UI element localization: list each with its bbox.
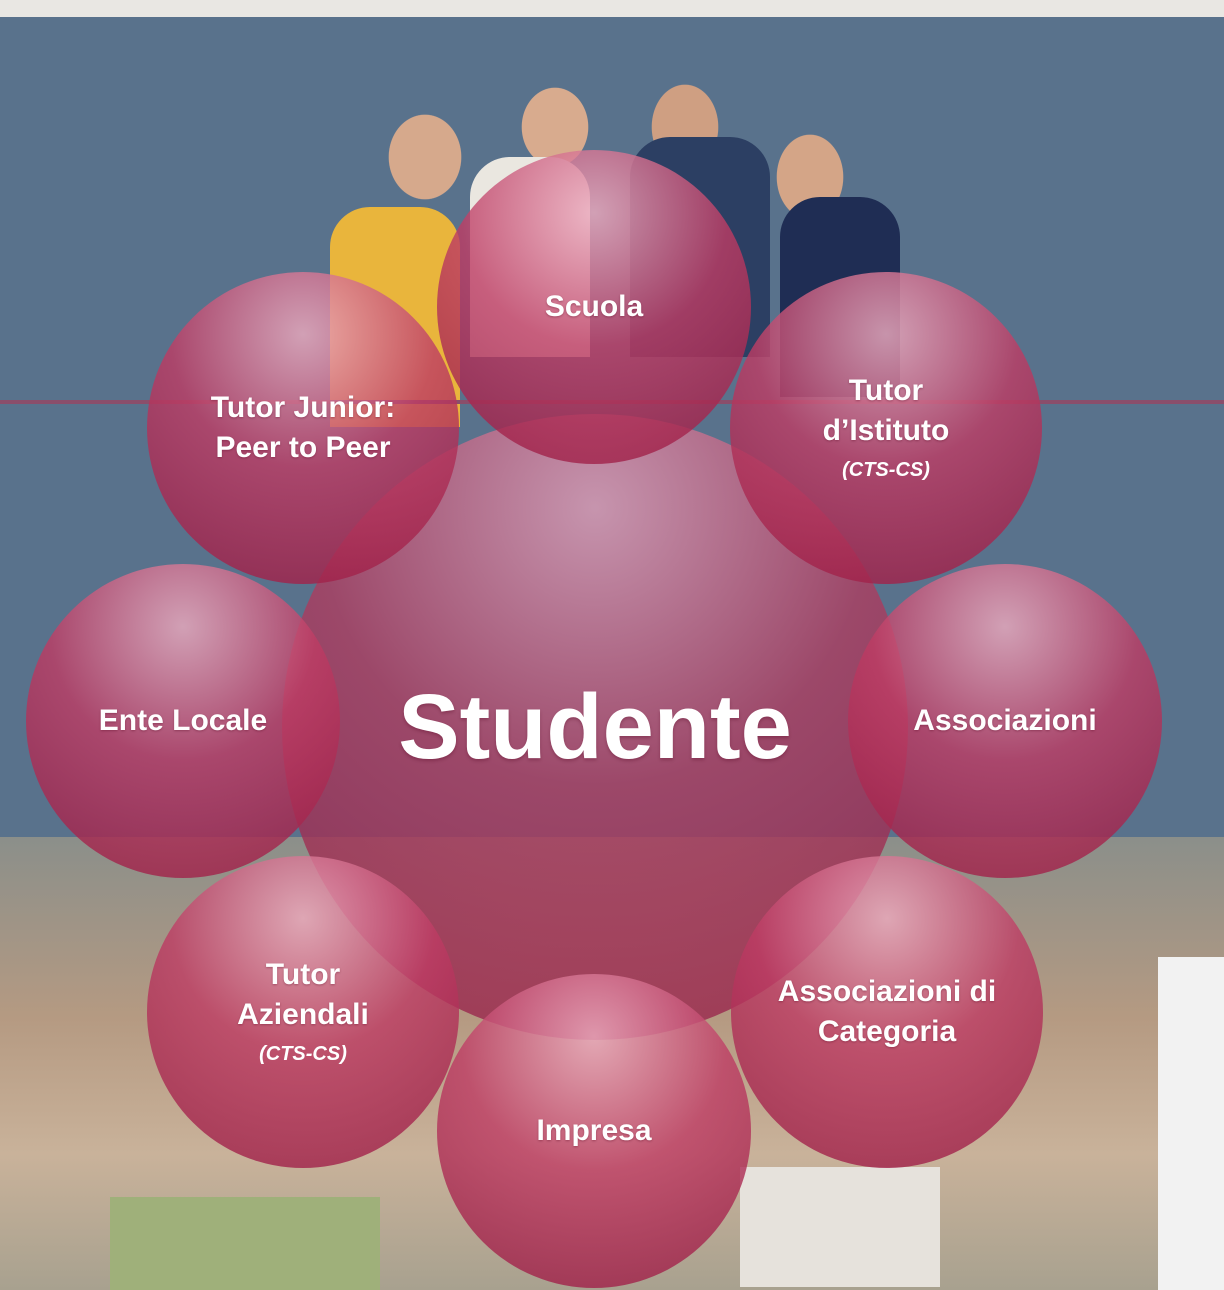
center-label: Studente [398, 675, 792, 778]
books-stack [740, 1167, 940, 1287]
node-label: Ente Locale [98, 704, 268, 737]
books-stack [110, 1197, 380, 1290]
node-associazioni-categoria: Associazioni di Categoria [731, 856, 1043, 1168]
node-scuola: Scuola [437, 150, 751, 464]
node-label: Tutor d’Istituto [822, 374, 950, 447]
node-sublabel: (CTS-CS) [259, 1043, 347, 1065]
node-label: Scuola [544, 290, 644, 323]
node-label: Associazioni [913, 704, 1097, 737]
node-ente-locale: Ente Locale [26, 564, 340, 878]
node-associazioni: Associazioni [848, 564, 1162, 878]
node-tutor-istituto: Tutor d’Istituto (CTS-CS) [730, 272, 1042, 584]
node-label: Impresa [536, 1114, 652, 1147]
node-label: Tutor Junior: Peer to Peer [210, 391, 396, 464]
node-tutor-aziendali: Tutor Aziendali (CTS-CS) [147, 856, 459, 1168]
node-label: Associazioni di Categoria [777, 975, 997, 1048]
node-label: Tutor Aziendali [237, 958, 369, 1031]
node-sublabel: (CTS-CS) [842, 459, 930, 481]
node-impresa: Impresa [437, 974, 751, 1288]
node-tutor-junior: Tutor Junior: Peer to Peer [147, 272, 459, 584]
whiteboard [1158, 957, 1224, 1290]
